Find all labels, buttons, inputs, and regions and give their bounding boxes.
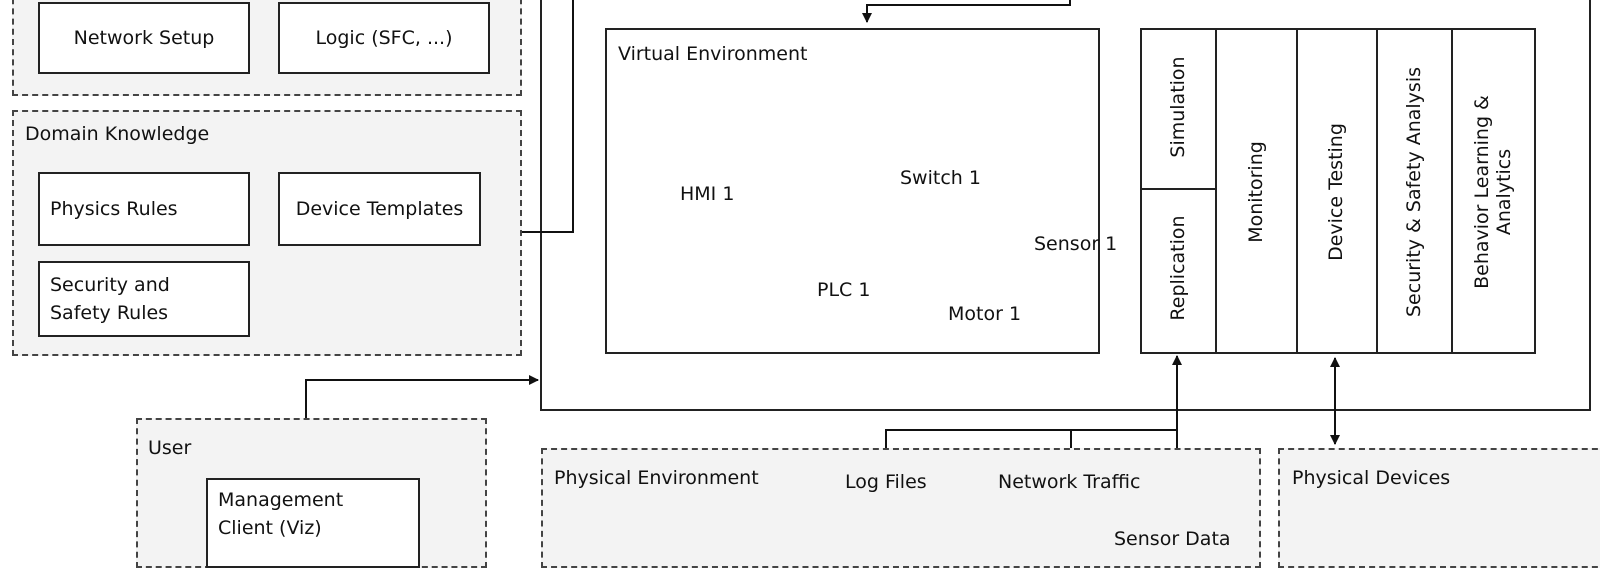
service-behavior-learning-line2: Analytics — [1493, 148, 1515, 236]
sensor-data-label: Sensor Data — [1114, 528, 1231, 550]
switch-label: Switch 1 — [900, 167, 981, 189]
device-templates-label: Device Templates — [295, 198, 464, 220]
security-safety-rules-box[interactable]: Security and Safety Rules — [38, 261, 250, 337]
service-security-safety-analysis[interactable]: Security & Safety Analysis — [1403, 66, 1425, 318]
physical-environment-title: Physical Environment — [554, 467, 759, 489]
service-replication[interactable]: Replication — [1167, 215, 1189, 321]
security-safety-rules-label: Security and Safety Rules — [50, 274, 170, 324]
services-divider-4 — [1451, 28, 1453, 354]
physics-rules-box[interactable]: Physics Rules — [38, 172, 250, 246]
domain-link — [522, 0, 574, 233]
virtual-environment-box — [605, 28, 1100, 354]
service-monitoring[interactable]: Monitoring — [1245, 141, 1267, 243]
top-arrow — [862, 0, 1071, 23]
virtual-environment-title: Virtual Environment — [618, 43, 808, 65]
service-device-testing[interactable]: Device Testing — [1325, 123, 1347, 261]
sensor-label: Sensor 1 — [1034, 233, 1118, 255]
services-divider-2 — [1296, 28, 1298, 354]
services-divider-3 — [1376, 28, 1378, 354]
plc-label: PLC 1 — [817, 279, 871, 301]
physical-devices-title: Physical Devices — [1292, 467, 1451, 489]
service-behavior-learning-line1: Behavior Learning & — [1471, 95, 1493, 289]
physics-rules-label: Physics Rules — [50, 198, 178, 220]
domain-knowledge-title: Domain Knowledge — [25, 123, 210, 145]
network-setup-label: Network Setup — [73, 27, 215, 49]
user-title: User — [148, 437, 192, 459]
device-templates-box[interactable]: Device Templates — [278, 172, 481, 246]
services-divider-1 — [1215, 28, 1217, 354]
hmi-label: HMI 1 — [680, 183, 735, 205]
network-setup-box[interactable]: Network Setup — [38, 2, 250, 74]
service-simulation[interactable]: Simulation — [1167, 56, 1189, 158]
services-divider-h — [1140, 188, 1217, 190]
network-traffic-label: Network Traffic — [998, 471, 1141, 493]
logic-label: Logic (SFC, ...) — [315, 27, 453, 49]
logic-box[interactable]: Logic (SFC, ...) — [278, 2, 490, 74]
service-behavior-learning[interactable]: Behavior Learning & Analytics — [1471, 95, 1515, 289]
log-files-label: Log Files — [845, 471, 927, 493]
services-panel — [1140, 28, 1536, 354]
management-client-box[interactable]: Management Client (Viz) — [206, 478, 420, 568]
digital-twin-frame — [540, 0, 1591, 411]
motor-label: Motor 1 — [948, 303, 1022, 325]
management-client-label: Management Client (Viz) — [218, 489, 344, 539]
